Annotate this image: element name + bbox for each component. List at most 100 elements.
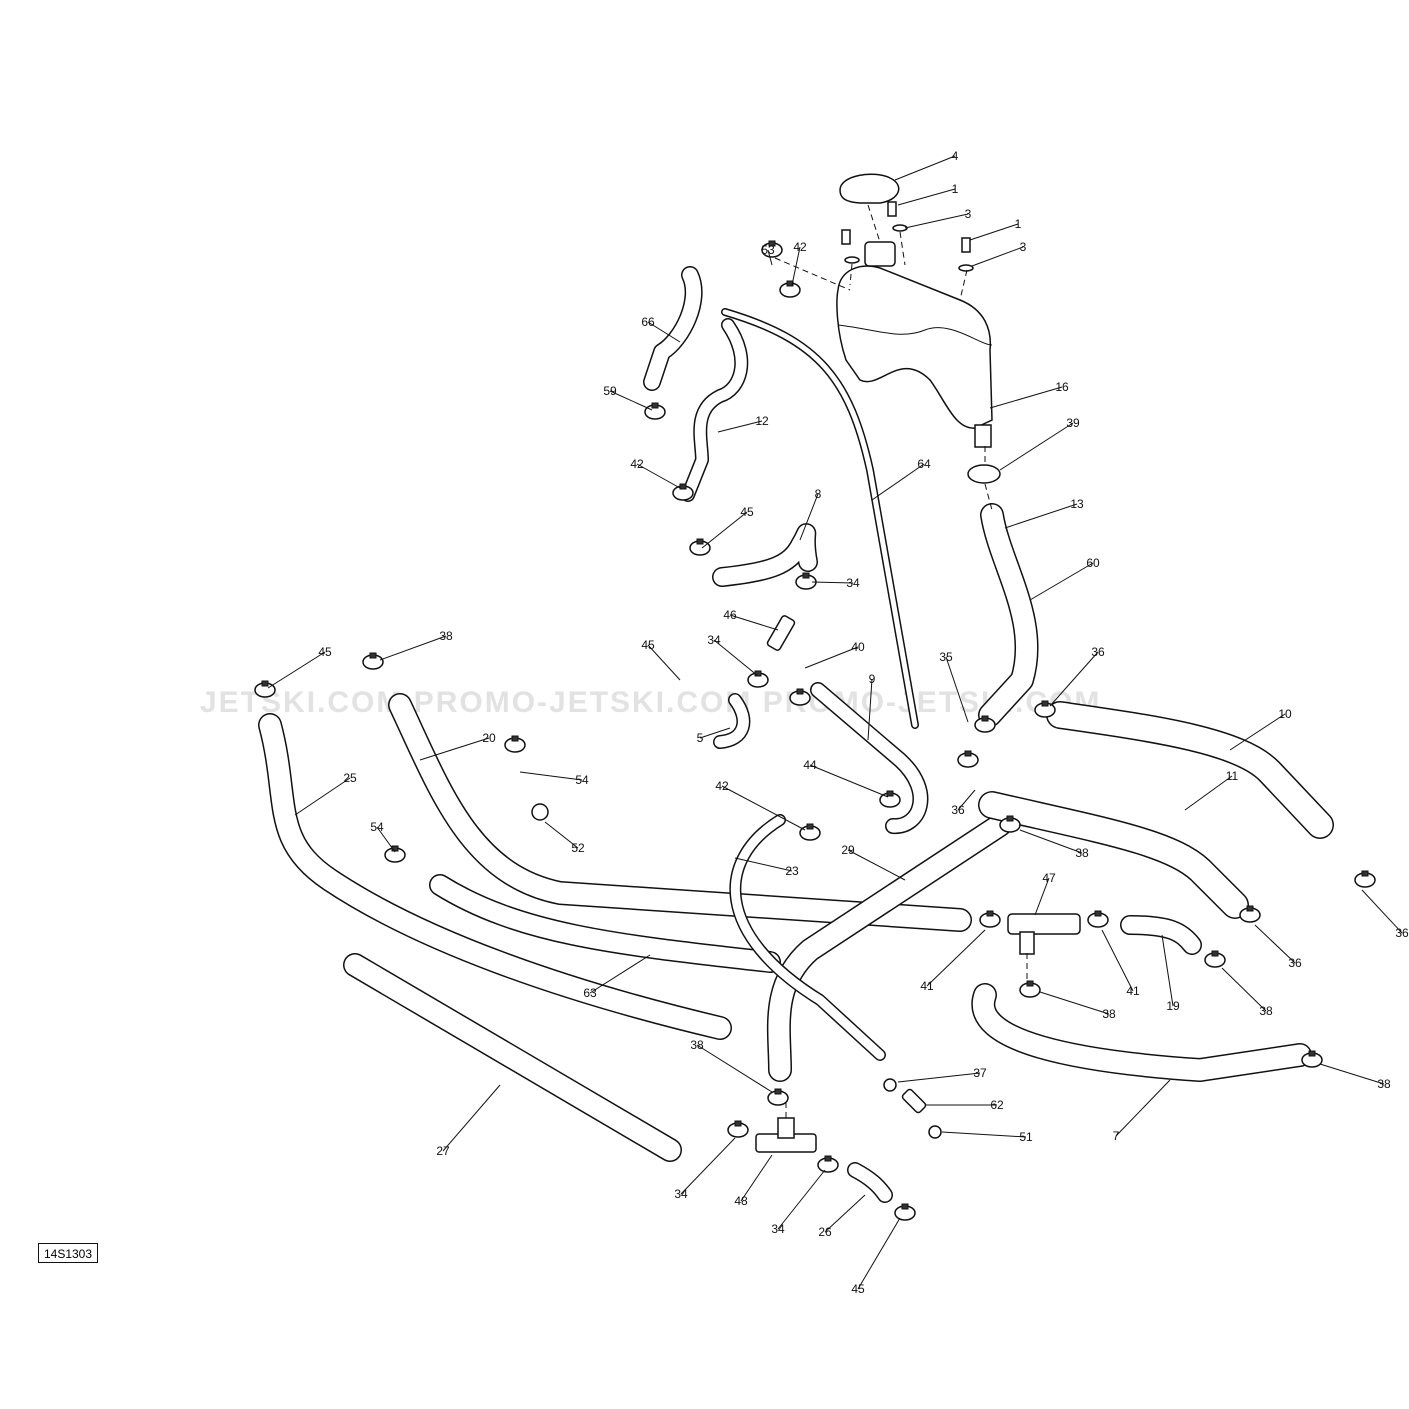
plug-52 [531,803,549,821]
clamp-screw [1211,950,1219,957]
callout-36: 36 [1049,645,1105,707]
cap-51 [928,1125,942,1139]
callout-number: 44 [803,758,817,772]
callout-27: 27 [436,1084,501,1158]
leader-line [971,246,1024,267]
leader-line [699,727,731,739]
leader-line [1115,1079,1171,1137]
leader-line [696,1044,773,1093]
callout-number: 13 [1070,497,1084,511]
callout-52: 52 [544,821,585,855]
callout-number: 7 [1113,1129,1120,1143]
clamp-screw [734,1120,742,1127]
callout-number: 52 [571,841,585,855]
callout-number: 3 [965,207,972,221]
callout-number: 42 [715,779,729,793]
leader-line [1161,934,1174,1007]
callout-number: 12 [755,414,769,428]
hose-13-60 [978,503,1039,727]
leader-line [729,614,779,631]
callout-36: 36 [951,789,976,817]
leader-line [267,651,326,689]
leader-line [701,511,748,549]
leader-line [894,155,956,181]
leader-line [999,422,1074,471]
leader-line [1254,924,1296,964]
callout-36: 36 [1361,889,1409,940]
callout-number: 62 [990,1098,1004,1112]
leader-line [379,635,447,661]
callout-number: 4 [952,149,959,163]
leader-line [1361,889,1403,934]
callout-number: 20 [482,731,496,745]
callout-number: 37 [973,1066,987,1080]
callout-26: 26 [818,1194,866,1239]
callout-38: 38 [379,629,453,661]
callout-53: 53 [761,243,775,266]
callout-36: 36 [1254,924,1302,970]
clamp-screw [369,652,377,659]
callout-63: 63 [583,954,651,1000]
clamp-screw [901,1203,909,1210]
leader-line [777,1169,826,1230]
callout-20: 20 [419,731,496,761]
clamp-screw [1026,980,1034,987]
callout-38: 38 [690,1038,773,1093]
leader-line [1184,775,1233,811]
callout-number: 38 [1075,846,1089,860]
leader-line [897,188,956,206]
leader-line [1029,562,1094,601]
callout-number: 39 [1066,416,1080,430]
callout-number: 3 [1020,240,1027,254]
callout-44: 44 [803,758,889,798]
callout-number: 38 [690,1038,704,1052]
callout-59: 59 [603,384,653,411]
hose-27 [343,953,682,1162]
hose-8 [712,523,818,587]
callout-number: 29 [841,843,855,857]
leader-line [419,737,490,761]
assembly-line [984,483,993,511]
clamp-screw [754,670,762,677]
callout-number: 35 [939,650,953,664]
leader-line [1034,877,1050,916]
callout-number: 25 [343,771,357,785]
hose-7 [971,983,1312,1082]
callout-number: 54 [370,820,384,834]
callout-64: 64 [871,457,931,501]
callout-51: 51 [941,1130,1033,1144]
reservoir-neck [864,241,896,267]
leader-line [799,493,819,541]
callout-54: 54 [519,771,589,787]
leader-line [713,639,759,677]
callout-3: 3 [904,207,972,229]
hose-19 [1120,915,1202,955]
callout-62: 62 [925,1098,1004,1112]
callout-number: 45 [740,505,754,519]
callout-13: 13 [1004,497,1084,529]
coolant-reservoir-tank [836,265,993,429]
clamp-screw [981,715,989,722]
hose-63 [429,874,781,973]
leader-line [941,1131,1027,1138]
hose-26 [847,1162,893,1203]
assembly-line [867,204,881,243]
hose-5 [713,693,751,749]
clamp-screw [796,688,804,695]
hose-11 [978,791,1249,919]
callout-42: 42 [630,457,681,489]
callout-25: 25 [294,771,357,816]
leader-line [926,929,986,987]
callout-number: 41 [920,979,934,993]
callout-number: 23 [785,864,799,878]
tee-fitting-47 [1007,913,1081,955]
callout-number: 34 [674,1187,688,1201]
leader-line [824,1194,866,1233]
callout-number: 54 [575,773,589,787]
leader-line [1049,651,1099,707]
reference-code-box: 14S1303 [38,1243,98,1263]
assembly-line [774,257,851,291]
callout-1: 1 [897,182,959,206]
callout-12: 12 [717,414,769,433]
callout-number: 51 [1019,1130,1033,1144]
